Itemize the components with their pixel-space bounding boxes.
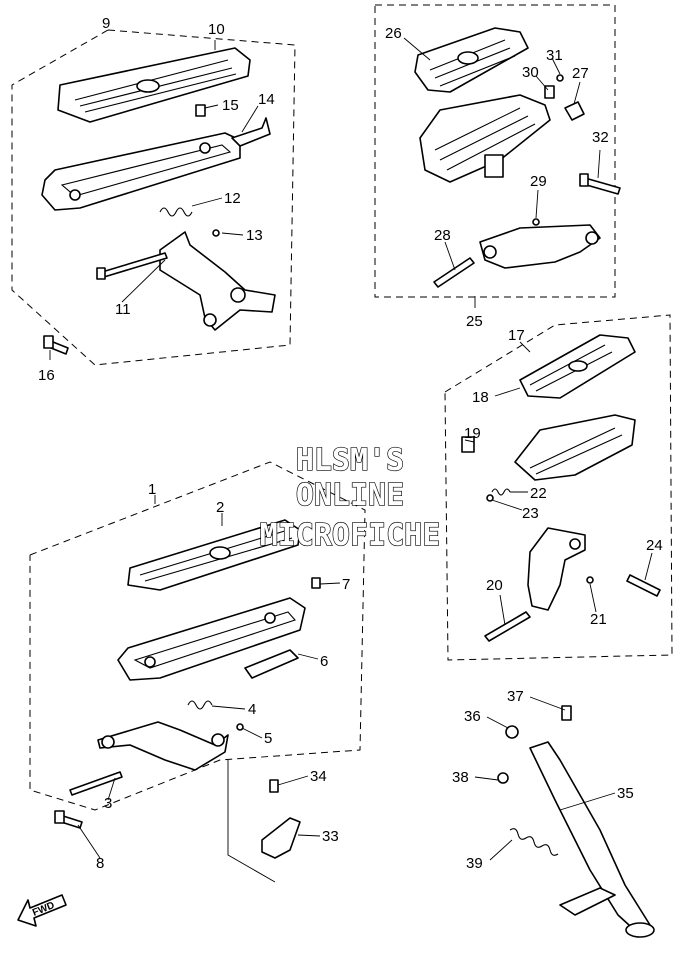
bracket-group-1 bbox=[97, 721, 229, 771]
assembly-group-25 bbox=[374, 4, 621, 298]
footboard-tray-17 bbox=[514, 414, 636, 481]
callout-5: 5 bbox=[264, 730, 272, 747]
callout-17: 17 bbox=[508, 327, 525, 344]
footboard-bracket-left bbox=[159, 231, 276, 331]
part-4-spring bbox=[187, 700, 213, 710]
part-28-bolt bbox=[433, 257, 475, 288]
callout-21: 21 bbox=[590, 611, 607, 628]
callout-12: 12 bbox=[224, 190, 241, 207]
part-29-pin bbox=[532, 218, 540, 226]
assembly-group-17 bbox=[444, 314, 673, 661]
callout-19: 19 bbox=[464, 425, 481, 442]
part-27-plate bbox=[564, 101, 585, 121]
callout-18: 18 bbox=[472, 389, 489, 406]
watermark-line-3: MICROFICHE bbox=[260, 518, 441, 553]
part-2-footboard-pad bbox=[127, 519, 301, 591]
callout-2: 2 bbox=[216, 499, 224, 516]
part-3-bolt bbox=[69, 771, 123, 796]
part-31-pin bbox=[556, 74, 564, 82]
callout-28: 28 bbox=[434, 227, 451, 244]
callout-25: 25 bbox=[466, 313, 483, 330]
callout-numbers: 9 10 15 14 12 13 11 16 26 31 30 27 32 29… bbox=[38, 15, 663, 872]
group-1-outline bbox=[29, 461, 366, 811]
callout-20: 20 bbox=[486, 577, 503, 594]
footboard-tray-right bbox=[419, 94, 551, 183]
part-10-footboard-pad bbox=[57, 47, 251, 123]
watermark-line-1: HLSM'S bbox=[296, 443, 404, 478]
callout-35: 35 bbox=[617, 785, 634, 802]
forward-direction-arrow: FWD bbox=[17, 894, 67, 927]
callout-31: 31 bbox=[546, 47, 563, 64]
footboard-bracket-right bbox=[479, 224, 601, 269]
part-12-spring bbox=[159, 207, 193, 217]
watermark: HLSM'S ONLINE MICROFICHE bbox=[259, 442, 441, 553]
watermark-line-2: ONLINE bbox=[296, 478, 404, 513]
part-6-rubber bbox=[244, 649, 299, 679]
callout-26: 26 bbox=[385, 25, 402, 42]
callout-15: 15 bbox=[222, 97, 239, 114]
callout-10: 10 bbox=[208, 21, 225, 38]
group-25-outline bbox=[374, 4, 616, 298]
part-24-bolt bbox=[626, 574, 661, 597]
group-17-outline bbox=[444, 314, 673, 661]
part-37-bolt bbox=[561, 705, 572, 721]
callout-22: 22 bbox=[530, 485, 547, 502]
part-22-spring bbox=[491, 488, 511, 496]
part-16-bolt bbox=[43, 335, 69, 355]
part-26-footboard-pad bbox=[414, 27, 529, 93]
callout-34: 34 bbox=[310, 768, 327, 785]
part-36-nut bbox=[505, 725, 519, 739]
assembly-group-1 bbox=[29, 461, 366, 829]
callout-37: 37 bbox=[507, 688, 524, 705]
callout-16: 16 bbox=[38, 367, 55, 384]
part-19-plate bbox=[461, 436, 475, 453]
callout-36: 36 bbox=[464, 708, 481, 725]
callout-38: 38 bbox=[452, 769, 469, 786]
callout-39: 39 bbox=[466, 855, 483, 872]
part-38-washer bbox=[497, 772, 509, 784]
part-1-footboard-frame bbox=[117, 597, 306, 681]
part-5-pin bbox=[236, 723, 244, 731]
callout-30: 30 bbox=[522, 64, 539, 81]
part-14-footboard-frame bbox=[41, 117, 271, 211]
part-33-bracket bbox=[227, 760, 301, 883]
callout-33: 33 bbox=[322, 828, 339, 845]
fwd-label: FWD bbox=[31, 900, 56, 919]
callout-29: 29 bbox=[530, 173, 547, 190]
part-11-bolt bbox=[96, 252, 168, 280]
callout-4: 4 bbox=[248, 701, 256, 718]
part-7-screw bbox=[311, 577, 321, 589]
callout-23: 23 bbox=[522, 505, 539, 522]
callout-13: 13 bbox=[246, 227, 263, 244]
part-30-spring bbox=[544, 85, 555, 99]
callout-8: 8 bbox=[96, 855, 104, 872]
part-23-pin bbox=[486, 494, 494, 502]
callout-14: 14 bbox=[258, 91, 275, 108]
assembly-group-9 bbox=[11, 29, 296, 366]
callout-1: 1 bbox=[148, 481, 156, 498]
part-18-footboard-pad bbox=[519, 334, 636, 399]
callout-9: 9 bbox=[102, 15, 110, 32]
part-20-bracket bbox=[484, 527, 586, 642]
callout-11: 11 bbox=[115, 301, 131, 318]
leader-lines bbox=[49, 37, 653, 861]
callout-27: 27 bbox=[572, 65, 589, 82]
part-35-sidestand bbox=[529, 741, 655, 938]
callout-3: 3 bbox=[104, 795, 112, 812]
part-15-screw bbox=[195, 104, 206, 117]
part-32-bolt bbox=[579, 173, 621, 195]
callout-24: 24 bbox=[646, 537, 663, 554]
callout-7: 7 bbox=[342, 576, 350, 593]
part-39-spring bbox=[509, 828, 559, 856]
part-34-screw bbox=[269, 779, 279, 793]
part-13-pin bbox=[212, 229, 220, 237]
part-21-pin bbox=[586, 576, 594, 584]
callout-6: 6 bbox=[320, 653, 328, 670]
callout-32: 32 bbox=[592, 129, 609, 146]
group-9-outline bbox=[11, 29, 296, 366]
